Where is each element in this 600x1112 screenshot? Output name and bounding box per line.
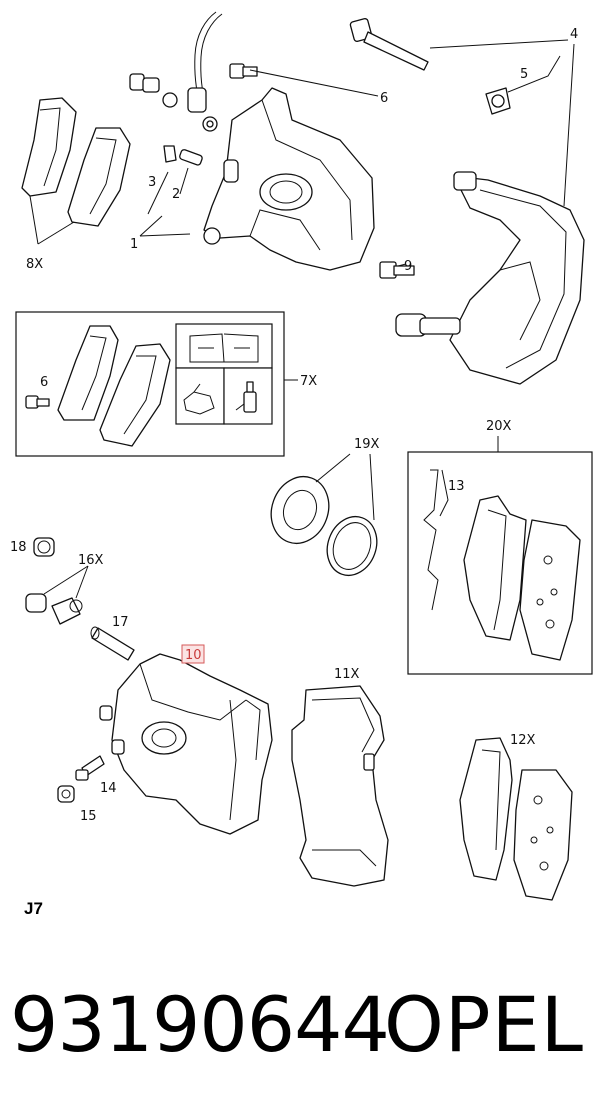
callout-16x: 16X	[78, 553, 104, 568]
callout-11x: 11X	[334, 667, 360, 682]
manual-icon	[189, 333, 259, 363]
kit-box-7x: 6 7X	[15, 311, 317, 457]
torque-tool-icon	[235, 381, 257, 413]
dust-cap-18	[33, 537, 55, 557]
callout-8x: 8X	[26, 257, 43, 272]
leader-lines-top	[29, 39, 575, 267]
piston-seals-19x	[270, 453, 378, 577]
bolt-6-kit	[25, 395, 50, 409]
pads-12x	[459, 737, 573, 901]
brand-name: OPEL	[383, 980, 584, 1069]
callout-19x: 19X	[354, 437, 380, 452]
bolt-9	[379, 261, 415, 279]
carrier-bracket-top	[395, 171, 585, 385]
caliper-housing-10	[99, 653, 273, 835]
callout-2: 2	[172, 187, 180, 202]
callout-15: 15	[80, 809, 97, 824]
callout-5: 5	[520, 67, 528, 82]
callout-7x: 7X	[300, 374, 317, 389]
callout-6-top: 6	[380, 91, 388, 106]
kit-pads	[57, 325, 171, 447]
cap-5	[485, 87, 511, 115]
callout-1: 1	[130, 237, 138, 252]
callout-13: 13	[448, 479, 465, 494]
callout-4: 4	[570, 27, 578, 42]
bleed-screw-14	[75, 755, 105, 781]
callout-18: 18	[10, 540, 27, 555]
callout-6-kit: 6	[40, 375, 48, 390]
callout-10-highlight	[181, 644, 205, 664]
callout-17: 17	[112, 615, 129, 630]
callout-20x: 20X	[486, 419, 512, 434]
bushings-16x	[25, 565, 89, 625]
guide-pin-17	[90, 626, 135, 661]
brake-hose	[187, 11, 223, 113]
callout-3: 3	[148, 175, 156, 190]
banjo-washers	[129, 73, 218, 132]
top-pads-8x	[21, 97, 131, 227]
callout-12x: 12X	[510, 733, 536, 748]
sheet-code: J7	[24, 899, 43, 918]
callout-14: 14	[100, 781, 117, 796]
footer: 93190644 OPEL	[0, 975, 600, 1085]
bleed-cap-15	[57, 785, 75, 803]
callout-9: 9	[404, 259, 412, 274]
top-caliper-housing	[203, 87, 375, 271]
brake-caliper-exploded-diagram: 4 5 6 3 2 1 8X 9 6	[10, 11, 593, 918]
carrier-11x	[291, 685, 389, 887]
bleed-screw-top	[163, 145, 203, 166]
guide-pin-top	[349, 18, 429, 71]
pad-kit-box-20x	[407, 436, 593, 675]
grease-icon	[183, 383, 215, 415]
callout-10: 10	[185, 648, 202, 663]
part-number: 93190644	[10, 980, 390, 1069]
